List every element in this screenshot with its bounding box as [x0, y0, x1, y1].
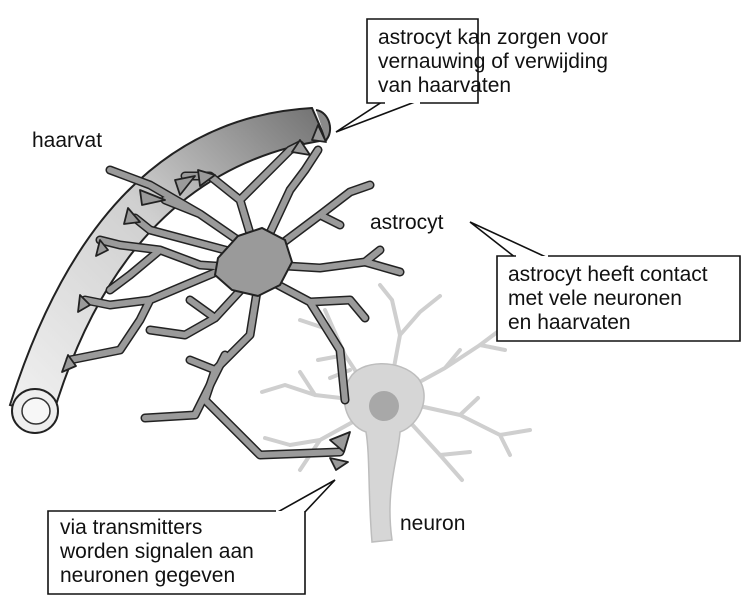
callout-right-line-3: en haarvaten — [508, 311, 631, 334]
callout-right-line-1: astrocyt heeft contact — [508, 263, 708, 286]
callout-bottom-pointer — [276, 480, 335, 513]
callout-right: astrocyt heeft contact met vele neuronen… — [470, 222, 740, 341]
capillary-opening — [12, 389, 58, 433]
callout-right-line-2: met vele neuronen — [508, 287, 682, 310]
callout-top-line-2: vernauwing of verwijding — [378, 50, 608, 73]
callout-top: astrocyt kan zorgen voor vernauwing of v… — [336, 19, 608, 132]
label-neuron: neuron — [400, 512, 465, 535]
callout-bottom-line-1: via transmitters — [60, 516, 202, 539]
astrocyte-body — [215, 228, 292, 296]
neuron-nucleus — [369, 391, 399, 421]
callout-top-line-1: astrocyt kan zorgen voor — [378, 26, 608, 49]
callout-bottom-line-3: neuronen gegeven — [60, 564, 235, 587]
callout-top-line-3: van haarvaten — [378, 74, 511, 97]
callout-top-pointer — [336, 100, 420, 132]
callout-bottom-line-2: worden signalen aan — [59, 540, 254, 563]
label-capillary: haarvat — [32, 129, 102, 152]
callout-right-pointer — [470, 222, 548, 258]
callout-bottom: via transmitters worden signalen aan neu… — [48, 480, 335, 594]
label-astrocyte: astrocyt — [370, 211, 444, 234]
